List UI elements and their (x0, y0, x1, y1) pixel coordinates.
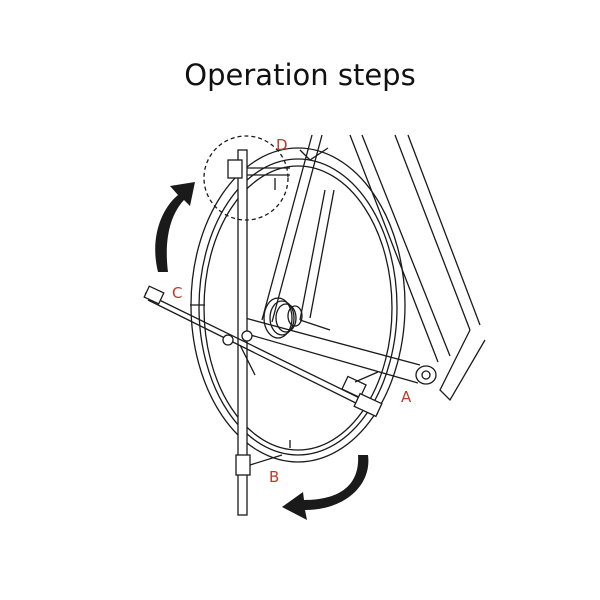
wheel-rim-inner (198, 158, 398, 456)
wheel-rim-inner2 (203, 165, 393, 451)
cassette (263, 297, 303, 339)
curved-arrow-up-icon (155, 182, 195, 272)
label-a: A (401, 388, 412, 406)
bike-frame (239, 134, 486, 402)
alignment-gauge-tool (143, 149, 383, 516)
label-d: D (276, 136, 288, 154)
page-title: Operation steps (184, 58, 416, 92)
detail-circle (203, 135, 289, 221)
label-b: B (269, 468, 279, 486)
curved-arrow-down-icon (282, 455, 369, 520)
label-c: C (172, 284, 182, 302)
